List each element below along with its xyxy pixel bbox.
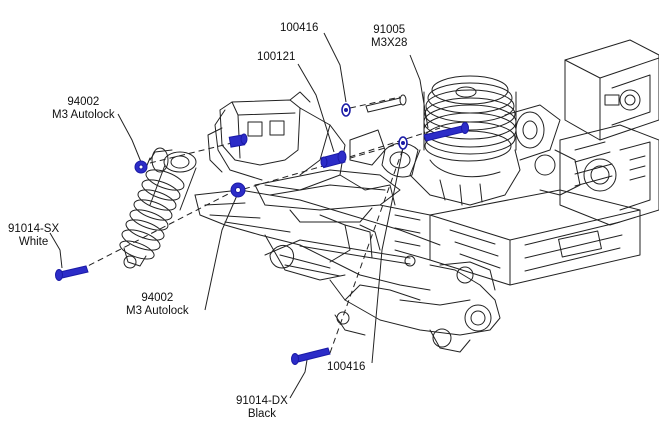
- leader-line-100416-bottom: [371, 147, 404, 364]
- steering-linkage-drawing: [264, 224, 416, 267]
- callout-91005: 91005 M3X28: [371, 24, 407, 50]
- leader-lines: [49, 32, 429, 399]
- part-description: Black: [247, 408, 276, 420]
- locknut-94002-mid: [230, 182, 246, 198]
- leader-line-94002-top: [117, 113, 142, 163]
- front-hub-drawing: [329, 261, 501, 353]
- part-description: M3X28: [371, 37, 408, 49]
- callout-91014-dx: 91014-DX Black: [236, 395, 288, 421]
- locknut-94002-top: [134, 160, 148, 174]
- screw-91014-dx: [291, 347, 331, 365]
- leader-line-91014-sx: [49, 232, 63, 269]
- callout-91014-sx: 91014-SX White: [8, 223, 59, 249]
- part-description: White: [18, 236, 49, 248]
- part-number: 91014-SX: [8, 223, 60, 235]
- part-number: 100121: [257, 51, 296, 63]
- hardware-parts: [55, 94, 469, 365]
- part-number: 100416: [280, 22, 319, 34]
- leader-line-94002-mid: [204, 192, 239, 311]
- callout-100416-bottom: 100416: [327, 361, 365, 374]
- screw-91005: [423, 122, 469, 142]
- engine-drawing: [381, 75, 581, 206]
- leader-line-100416-top: [323, 32, 347, 103]
- chassis-plate-drawing: [379, 189, 641, 286]
- part-description: M3 Autolock: [52, 109, 115, 121]
- leader-line-91014-dx: [289, 359, 308, 399]
- screw-91005-top: [365, 94, 407, 113]
- transmission-drawing: [559, 124, 659, 226]
- part-number: 91005: [373, 24, 406, 36]
- part-number: 100416: [327, 361, 366, 373]
- shock-mount-bushing: [228, 133, 248, 148]
- part-number: 94002: [141, 292, 174, 304]
- screw-91014-sx: [55, 265, 89, 281]
- shock-absorber-drawing: [119, 147, 197, 269]
- upper-arm-drawing: [254, 169, 401, 223]
- fuel-tank-drawing: [564, 39, 659, 141]
- lower-arm-drawing: [194, 189, 441, 291]
- spacer-100121: [320, 150, 347, 169]
- callout-100416-top: 100416: [280, 22, 318, 35]
- part-number: 94002: [67, 96, 100, 108]
- callout-94002-top: 94002 M3 Autolock: [52, 96, 115, 122]
- part-description: M3 Autolock: [126, 305, 189, 317]
- callout-94002-mid: 94002 M3 Autolock: [126, 292, 189, 318]
- leader-line-91005: [409, 54, 429, 129]
- leader-line-100121: [297, 63, 335, 153]
- callout-100121: 100121: [257, 51, 295, 64]
- part-number: 91014-DX: [236, 395, 288, 407]
